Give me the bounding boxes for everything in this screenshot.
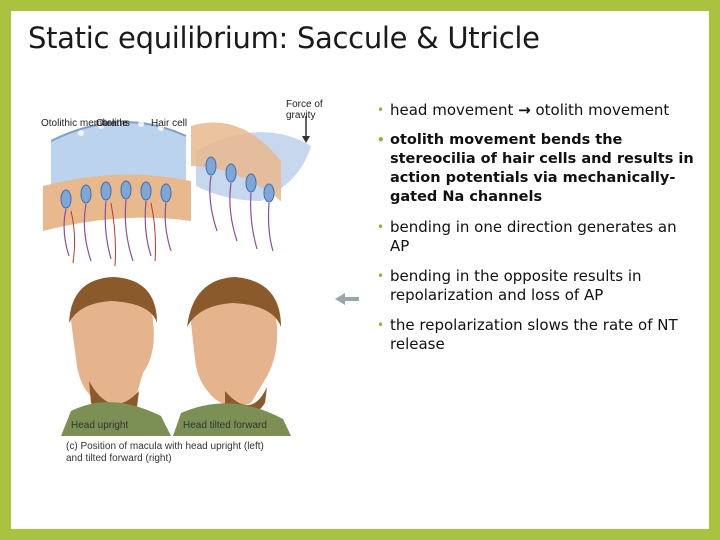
label-otoliths: Otoliths xyxy=(96,118,130,129)
slide: Static equilibrium: Saccule & Utricle xyxy=(11,11,709,529)
label-force-of-gravity: Force of gravity xyxy=(286,99,323,121)
macula-illustration xyxy=(43,116,359,436)
macula-figure: Otolithic membrane Otoliths Hair cell Fo… xyxy=(11,91,366,481)
caption-head-upright: Head upright xyxy=(71,420,129,431)
macula-tilted xyxy=(191,116,311,252)
bullet-item: • the repolarization slows the rate of N… xyxy=(377,316,678,353)
bullet-dot-icon: • xyxy=(377,318,385,332)
head-tilted-drawing xyxy=(173,277,291,436)
bullet-item: • otolith movement bends the stereocilia… xyxy=(377,132,694,205)
bullet-dot-icon: • xyxy=(377,220,385,234)
label-otolithic-membrane: Otolithic membrane xyxy=(41,118,128,129)
bullet-item: • head movement → otolith movement xyxy=(377,101,670,119)
bullet-dot-icon: • xyxy=(377,103,385,117)
head-upright-drawing xyxy=(61,277,171,436)
label-hair-cell: Hair cell xyxy=(151,118,188,129)
figure-caption-line1: (c) Position of macula with head upright… xyxy=(66,441,264,452)
bullet-list: • head movement → otolith movement • oto… xyxy=(377,101,700,365)
caption-head-tilted: Head tilted forward xyxy=(183,420,267,431)
macula-upright xyxy=(43,120,191,267)
bullet-item: • bending in one direction generates an … xyxy=(377,218,677,255)
bullet-item: • bending in the opposite results in rep… xyxy=(377,267,642,304)
slide-title: Static equilibrium: Saccule & Utricle xyxy=(28,21,540,55)
direction-arrow-icon xyxy=(335,293,359,305)
bullet-dot-icon: • xyxy=(377,133,385,147)
arrow-right-icon: → xyxy=(518,101,531,119)
figure-caption-line2: and tilted forward (right) xyxy=(66,453,172,464)
bullet-dot-icon: • xyxy=(377,269,385,283)
